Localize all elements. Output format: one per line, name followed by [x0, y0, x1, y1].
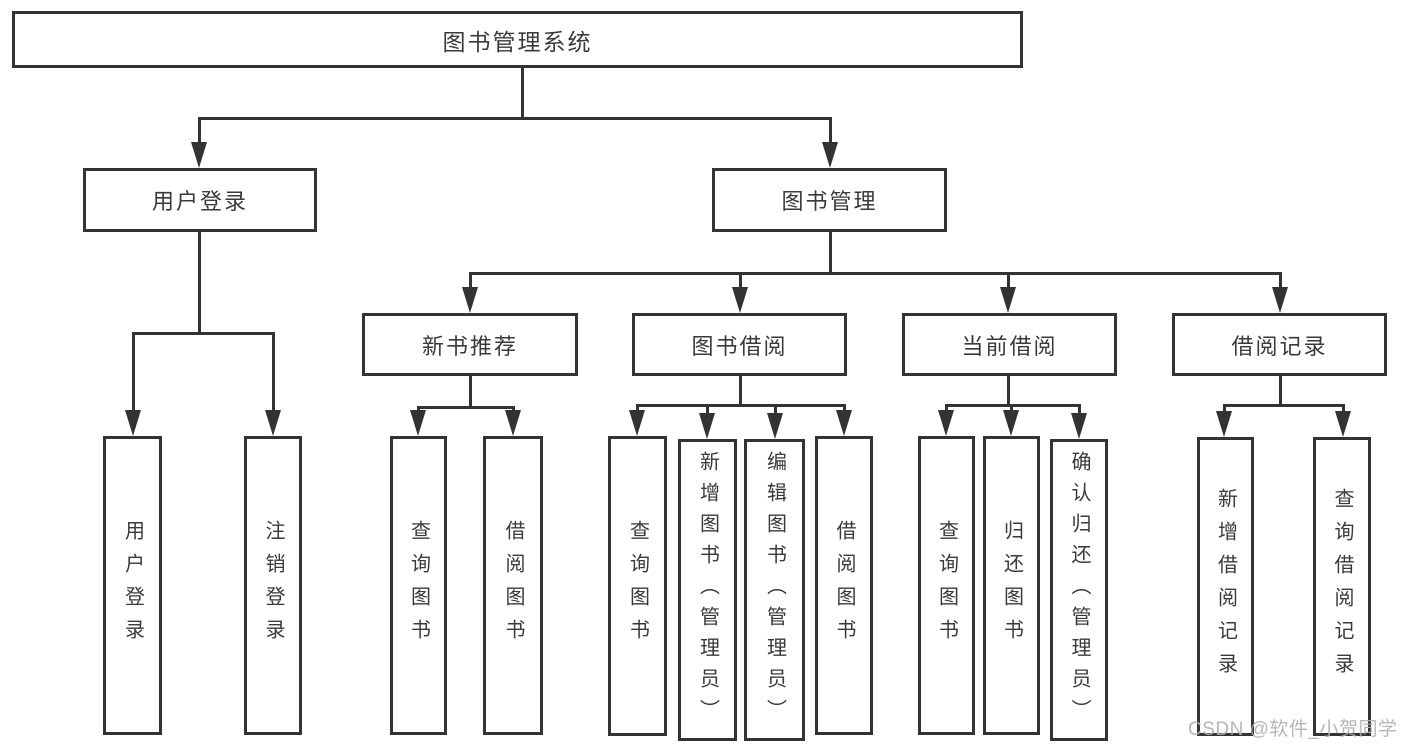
arrow-stem: [1222, 404, 1226, 416]
node-leaf-return-book: 归还图书: [983, 436, 1040, 735]
connector-line: [1006, 376, 1010, 405]
csdn-watermark: CSDN @软件_小贺同学: [1188, 719, 1398, 740]
node-root: 图书管理系统: [12, 11, 1023, 68]
node-leaf-add-book-admin: 新增图书（管理员）: [678, 439, 737, 741]
arrow-down-icon: [191, 142, 207, 168]
node-leaf-user-login: 用户登录: [103, 436, 162, 735]
arrow-down-icon: [1216, 411, 1232, 437]
connector-line: [197, 232, 201, 333]
arrow-stem: [773, 404, 777, 418]
arrow-down-icon: [699, 413, 715, 439]
arrow-down-icon: [822, 142, 838, 168]
node-label: 用户登录: [151, 189, 248, 214]
arrow-down-icon: [767, 413, 783, 439]
node-leaf-query-book-2: 查询图书: [608, 436, 667, 736]
arrow-down-icon: [629, 410, 645, 436]
node-label: 借阅记录: [1231, 333, 1328, 359]
node-label: 编辑图书（管理员）: [763, 450, 786, 730]
node-label: 查询图书: [626, 520, 649, 652]
arrow-down-icon: [1272, 287, 1288, 313]
node-label: 查询借阅记录: [1331, 487, 1353, 686]
node-leaf-logout: 注销登录: [244, 436, 302, 735]
node-label: 借阅图书: [833, 519, 855, 652]
arrow-down-icon: [125, 410, 141, 436]
arrow-stem: [705, 404, 709, 418]
arrow-stem: [1341, 404, 1345, 416]
node-current-borrowing: 当前借阅: [902, 313, 1117, 376]
connector-line: [468, 376, 472, 407]
connector-line: [468, 271, 1282, 275]
arrow-stem: [1077, 404, 1081, 418]
node-borrow-records: 借阅记录: [1172, 313, 1387, 376]
node-label: 归还图书: [1000, 519, 1023, 652]
node-leaf-add-borrow-record: 新增借阅记录: [1197, 437, 1254, 736]
arrow-down-icon: [410, 410, 426, 436]
node-book-borrowing: 图书借阅: [632, 313, 847, 376]
node-leaf-borrow-book-2: 借阅图书: [815, 436, 873, 735]
arrow-down-icon: [265, 410, 281, 436]
arrow-stem: [828, 117, 832, 147]
arrow-down-icon: [1000, 287, 1016, 313]
arrow-stem: [468, 272, 472, 292]
arrow-down-icon: [836, 410, 852, 436]
arrow-down-icon: [1071, 413, 1087, 439]
arrow-stem: [635, 404, 639, 415]
connector-line: [635, 403, 846, 407]
node-label: 用户登录: [121, 519, 144, 652]
node-leaf-borrow-book-1: 借阅图书: [483, 436, 543, 735]
node-leaf-query-borrow-record: 查询借阅记录: [1313, 437, 1371, 736]
node-label: 新增借阅记录: [1214, 487, 1237, 686]
node-label: 注销登录: [262, 519, 284, 652]
node-book-management: 图书管理: [712, 168, 947, 232]
node-label: 查询图书: [935, 519, 958, 652]
connector-line: [1278, 376, 1282, 405]
node-leaf-confirm-return-admin: 确认归还（管理员）: [1050, 439, 1108, 741]
node-leaf-query-book-1: 查询图书: [390, 436, 447, 735]
arrow-down-icon: [1003, 410, 1019, 436]
arrow-stem: [1278, 272, 1282, 292]
node-label: 借阅图书: [502, 519, 524, 652]
node-label: 确认归还（管理员）: [1068, 450, 1090, 730]
node-label: 新书推荐: [421, 333, 518, 359]
node-label: 图书管理系统: [442, 28, 593, 55]
arrow-stem: [1006, 272, 1010, 292]
node-label: 当前借阅: [961, 333, 1058, 359]
connector-line: [520, 68, 524, 118]
arrow-stem: [944, 404, 948, 415]
arrow-stem: [738, 272, 742, 292]
arrow-stem: [197, 117, 201, 147]
node-new-book-recommend: 新书推荐: [362, 313, 578, 376]
arrow-down-icon: [462, 287, 478, 313]
arrow-stem: [271, 332, 275, 415]
arrow-down-icon: [1335, 411, 1351, 437]
connector-line: [828, 232, 832, 273]
arrow-down-icon: [938, 410, 954, 436]
connector-line: [1222, 403, 1345, 407]
connector-line: [944, 403, 1081, 407]
connector-line: [416, 405, 515, 409]
node-label: 查询图书: [407, 519, 430, 652]
node-label: 图书借阅: [691, 333, 788, 359]
node-label: 图书管理: [781, 189, 878, 214]
connector-line: [197, 116, 832, 120]
arrow-stem: [131, 332, 135, 415]
node-leaf-edit-book-admin: 编辑图书（管理员）: [744, 439, 805, 741]
arrow-down-icon: [732, 287, 748, 313]
connector-line: [131, 331, 275, 335]
connector-line: [738, 376, 742, 405]
node-leaf-query-book-3: 查询图书: [918, 436, 975, 735]
node-label: 新增图书（管理员）: [696, 450, 719, 730]
arrow-down-icon: [505, 410, 521, 436]
arrow-stem: [1009, 404, 1013, 415]
node-user-login: 用户登录: [83, 168, 317, 232]
arrow-stem: [842, 404, 846, 415]
